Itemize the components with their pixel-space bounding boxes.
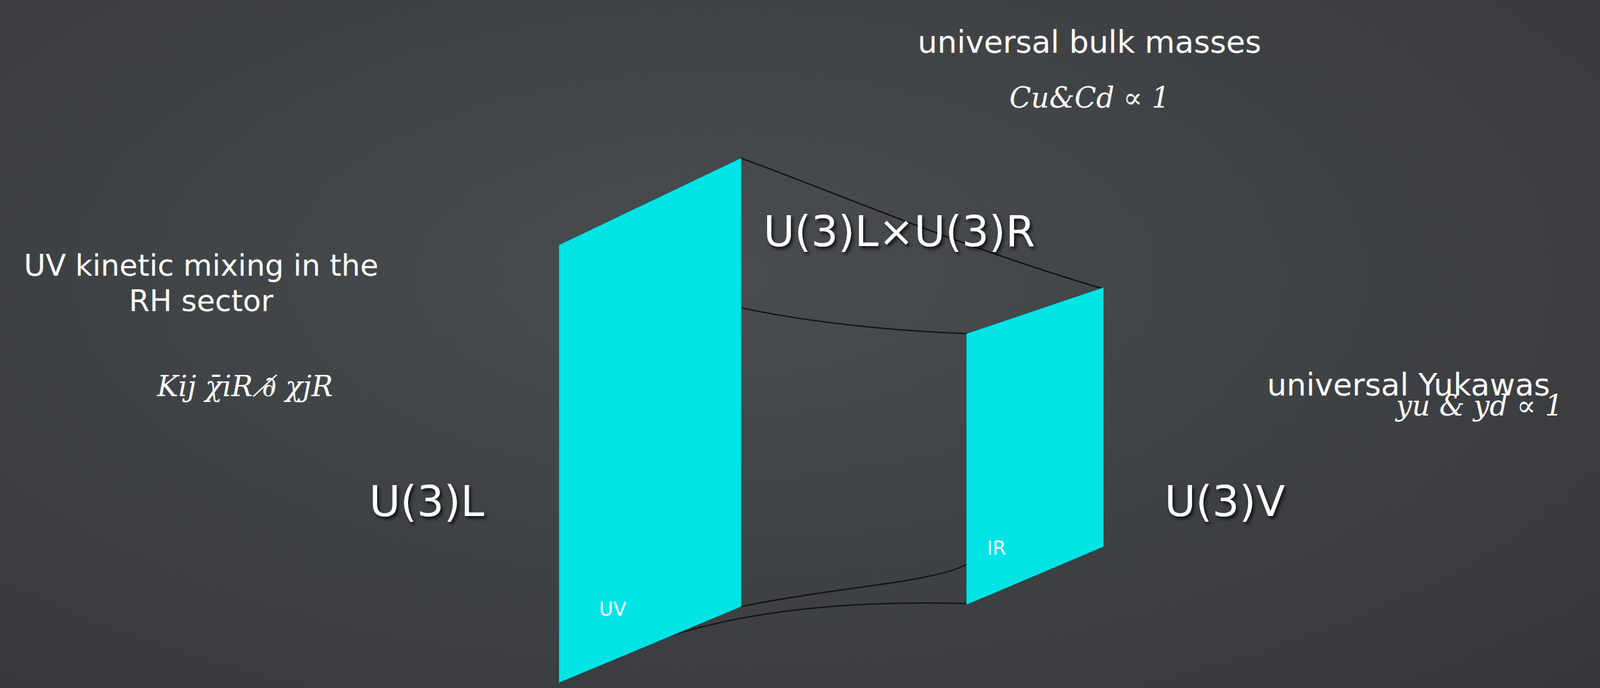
label-text: U(3)L×U(3)R	[763, 206, 1036, 258]
bulk-edge	[740, 157, 1103, 289]
label-text: UV kinetic mixing in the RH sector	[20, 248, 382, 320]
label-text: U(3)L	[369, 476, 485, 528]
bulk-edge	[740, 564, 968, 608]
brane: UV	[558, 157, 742, 684]
label-text: yu & yd ∝ 1	[1395, 389, 1563, 424]
label-text: Kij χ̄iR ∂̸ χjR	[157, 370, 334, 405]
brane-label: IR	[986, 536, 1007, 560]
brane: IR	[966, 287, 1104, 606]
label-text: universal bulk masses	[917, 23, 1262, 62]
label-text: U(3)V	[1164, 476, 1286, 528]
label-text: Cu&Cd ∝ 1	[1009, 81, 1171, 116]
brane-face	[558, 157, 742, 684]
brane-face	[966, 287, 1104, 606]
brane-label: UV	[598, 598, 626, 621]
brane-shape	[558, 157, 742, 684]
